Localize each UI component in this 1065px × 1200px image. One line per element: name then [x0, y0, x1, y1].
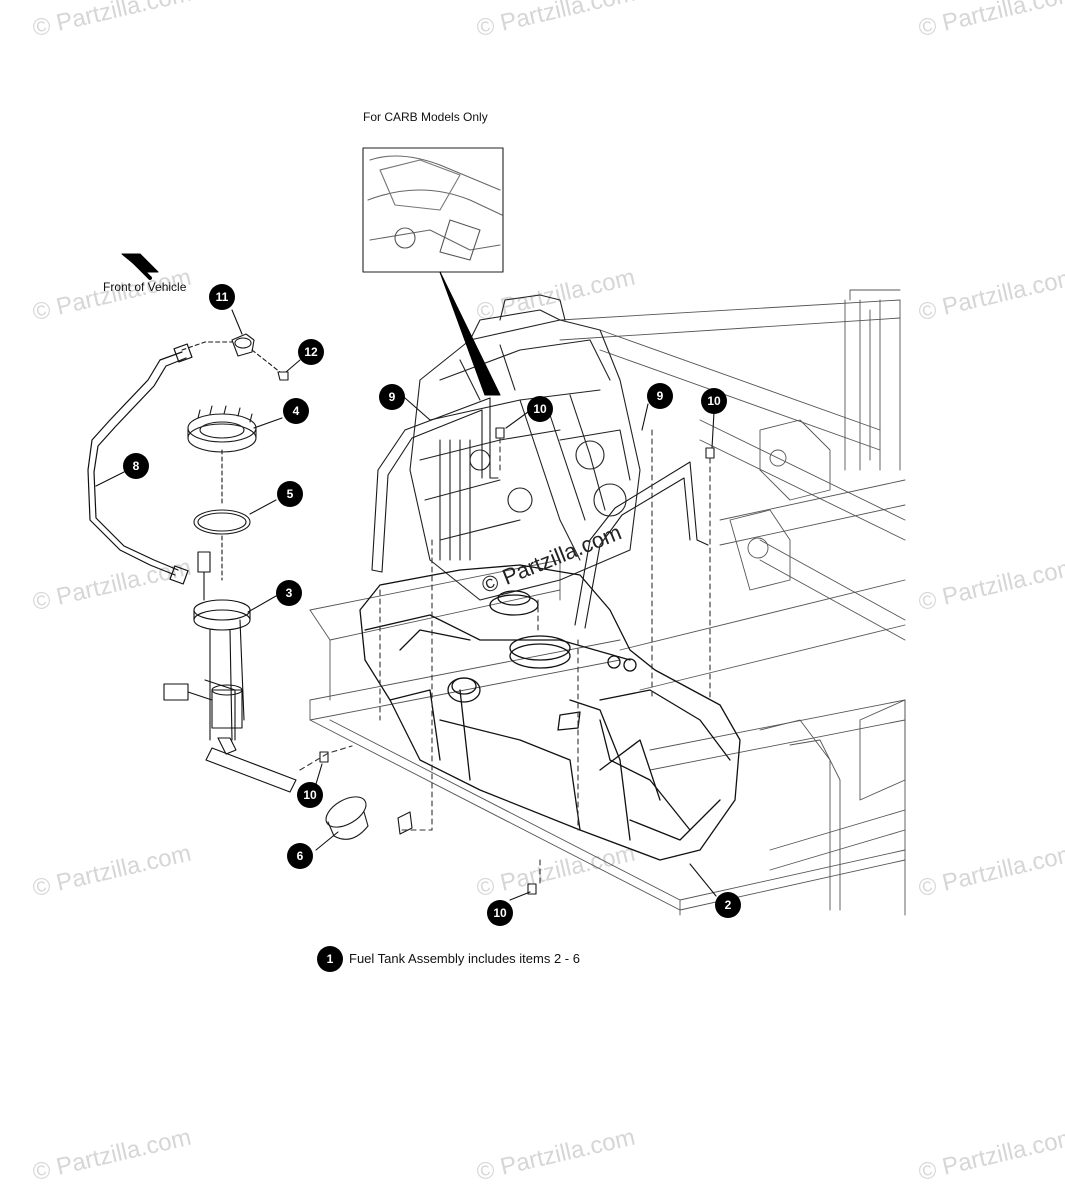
- bolts: [319, 427, 715, 895]
- callout-4[interactable]: 4: [283, 398, 309, 424]
- callout-9-left[interactable]: 9: [379, 384, 405, 410]
- o-ring-seal: [193, 509, 251, 535]
- callout-6[interactable]: 6: [287, 843, 313, 869]
- callout-leaders: [95, 309, 717, 901]
- assembly-leaders: [299, 429, 711, 885]
- callout-11[interactable]: 11: [209, 284, 235, 310]
- engine: [409, 294, 641, 601]
- fuel-cap: [325, 796, 413, 840]
- callout-9-right[interactable]: 9: [647, 383, 673, 409]
- callout-10-engine[interactable]: 10: [527, 396, 553, 422]
- callout-10-left[interactable]: 10: [297, 782, 323, 808]
- callout-12[interactable]: 12: [298, 339, 324, 365]
- fuel-tank: [359, 564, 741, 861]
- carb-inset: [362, 147, 504, 396]
- lock-ring: [187, 405, 257, 453]
- callout-10-bottom[interactable]: 10: [487, 900, 513, 926]
- carb-note: For CARB Models Only: [363, 110, 488, 124]
- tank-strap-left: [371, 397, 499, 573]
- callout-2[interactable]: 2: [715, 892, 741, 918]
- callout-10-right[interactable]: 10: [701, 388, 727, 414]
- legend-callout-1[interactable]: 1: [317, 946, 343, 972]
- fuel-pump-assembly: [163, 551, 297, 793]
- legend-text: Fuel Tank Assembly includes items 2 - 6: [349, 951, 580, 966]
- front-of-vehicle-label: Front of Vehicle: [103, 280, 187, 294]
- front-arrow: [121, 253, 159, 280]
- fuel-line: [87, 343, 193, 585]
- callout-3[interactable]: 3: [276, 580, 302, 606]
- callout-5[interactable]: 5: [277, 481, 303, 507]
- leader-line: [181, 341, 233, 351]
- fitting: [231, 333, 255, 357]
- hose-clip: [277, 371, 289, 381]
- callout-8[interactable]: 8: [123, 453, 149, 479]
- chassis-frame: [309, 289, 906, 916]
